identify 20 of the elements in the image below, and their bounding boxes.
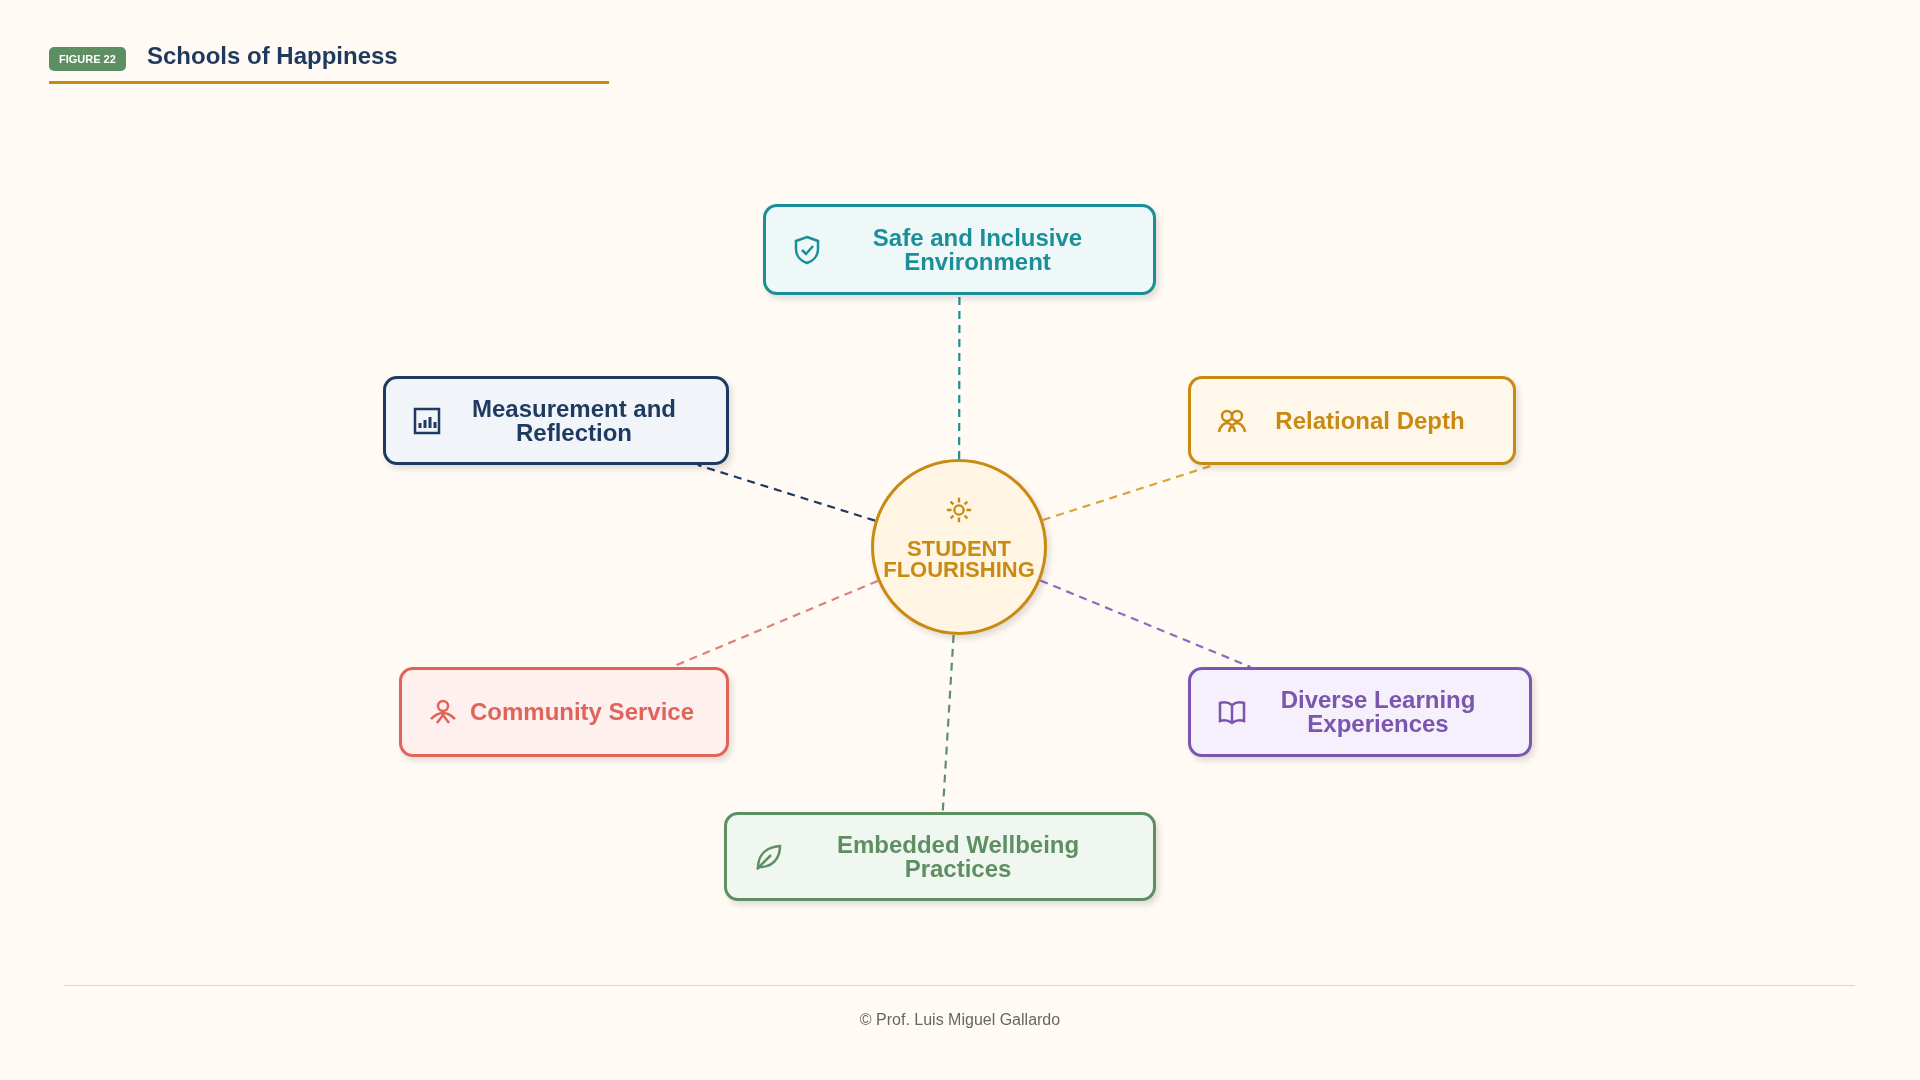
topic-box: [1188, 667, 1532, 757]
connector-line: [1039, 579, 1252, 668]
topic-label: Community Service: [468, 700, 696, 724]
topic-label: Measurement and Reflection: [470, 396, 678, 445]
connector-line: [697, 463, 876, 522]
hub-label: STUDENT FLOURISHING: [882, 538, 1036, 584]
topic-label: Diverse Learning Experiences: [1279, 688, 1477, 736]
topic-box: [1188, 376, 1516, 465]
figure-badge: FIGURE 22: [49, 47, 126, 71]
topic-label: Embedded Wellbeing Practices: [835, 832, 1081, 881]
topic-box: [383, 376, 729, 465]
connector-line: [941, 634, 955, 813]
topic-box: [399, 667, 729, 757]
topic-box: [763, 204, 1156, 295]
topic-box: [724, 812, 1156, 901]
title: Schools of Happiness: [147, 42, 398, 70]
copyright-note: © Prof. Luis Miguel Gallardo: [858, 1011, 1062, 1029]
connector-line: [958, 295, 961, 459]
topic-label: Relational Depth: [1274, 408, 1466, 433]
topic-label: Safe and Inclusive Environment: [871, 225, 1084, 274]
